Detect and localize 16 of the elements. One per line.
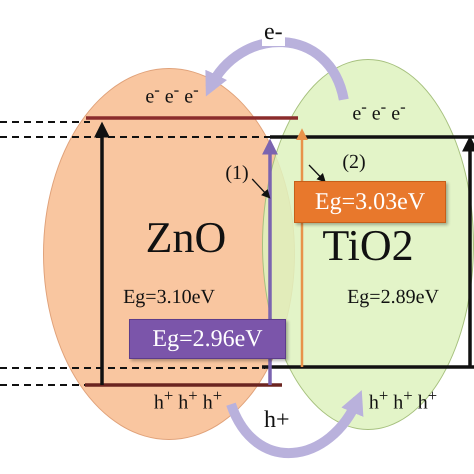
electron-label: e$^{-}$ e$^{-}$ e$^{-}$ (341, 98, 417, 124)
band-gap-box: Eg=2.96eV (129, 319, 286, 359)
electron-label: e$^{-}$ e$^{-}$ e$^{-}$ (133, 81, 211, 107)
callout-number: (1) (219, 159, 255, 187)
callout-number: (2) (341, 150, 367, 175)
material-label: ZnO (144, 213, 228, 263)
hole-label: h$^{+}$ h$^{+}$ h$^{+}$ (144, 387, 232, 413)
hole-label: h$^{+}$ h$^{+}$ h$^{+}$ (359, 387, 447, 413)
band-gap-box: Eg=3.03eV (294, 181, 446, 223)
band-gap-label: Eg=3.10eV (122, 285, 216, 310)
leader-line (252, 178, 270, 199)
curved-arrow (226, 390, 362, 458)
leader-line (308, 164, 326, 183)
curved-arrow (205, 37, 349, 101)
band-gap-label: Eg=2.89eV (346, 285, 440, 310)
material-label: TiO2 (321, 221, 415, 271)
